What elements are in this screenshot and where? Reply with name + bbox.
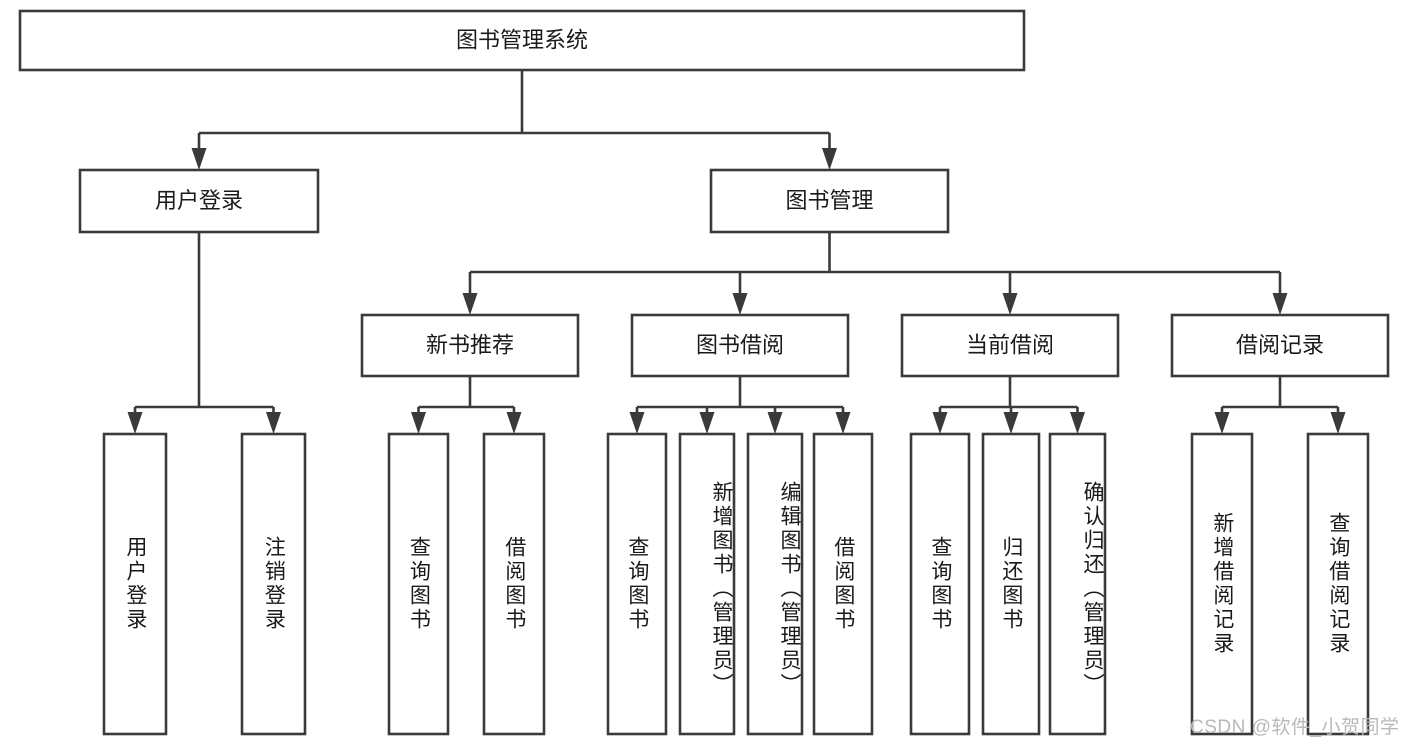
node-root-rect[interactable] [18, 9, 1026, 72]
arrow-head-icon [1214, 412, 1230, 434]
edge-group-root [191, 70, 837, 170]
node-leaf-add-record[interactable] [1190, 432, 1254, 736]
node-current-borrow-label: 当前借阅 [966, 332, 1054, 357]
arrow-head-icon [411, 412, 426, 434]
node-leaf-edit-book[interactable] [746, 432, 804, 736]
node-leaf-add-book[interactable] [678, 432, 736, 736]
node-book-borrow-rect[interactable] [630, 313, 850, 378]
arrow-head-icon [127, 412, 143, 434]
node-leaf-borrow-book-2[interactable] [812, 432, 874, 736]
node-leaf-query-book-2[interactable] [606, 432, 668, 736]
arrow-head-icon [1272, 293, 1288, 315]
arrow-head-icon [1002, 293, 1018, 315]
node-root[interactable]: 图书管理系统 [18, 9, 1026, 72]
node-leaf-return-book-rect[interactable] [981, 432, 1041, 736]
node-leaf-query-record-rect[interactable] [1306, 432, 1370, 736]
node-book-manage-label: 图书管理 [785, 188, 873, 213]
node-leaf-logout-login-rect[interactable] [240, 432, 307, 736]
node-book-borrow-label: 图书借阅 [696, 332, 784, 357]
node-borrow-record-label: 借阅记录 [1236, 332, 1324, 357]
node-leaf-query-record[interactable] [1306, 432, 1370, 736]
arrow-head-icon [932, 412, 948, 434]
edge-group-book-manage [462, 232, 1288, 315]
node-leaf-user-login-rect[interactable] [102, 432, 168, 736]
edge-group-new-book-rec [411, 376, 522, 434]
edge-group-user-login [127, 232, 281, 434]
arrow-head-icon [835, 412, 851, 434]
arrow-head-icon [462, 293, 478, 315]
node-leaf-add-book-rect[interactable] [678, 432, 736, 736]
node-user-login-rect[interactable] [78, 168, 320, 234]
node-leaf-add-record-rect[interactable] [1190, 432, 1254, 736]
node-book-borrow[interactable]: 图书借阅 [630, 313, 850, 378]
node-leaf-query-book-3[interactable] [909, 432, 971, 736]
arrow-head-icon [767, 412, 783, 434]
node-leaf-borrow-book-1-rect[interactable] [482, 432, 546, 736]
node-leaf-query-book-1[interactable] [387, 432, 450, 736]
arrow-head-icon [506, 412, 522, 434]
arrow-head-icon [1003, 412, 1019, 434]
arrow-head-icon [1330, 412, 1346, 434]
node-leaf-user-login[interactable] [102, 432, 168, 736]
edge-group-current-borrow [932, 376, 1085, 434]
node-leaf-borrow-book-1[interactable] [482, 432, 546, 736]
node-book-manage[interactable]: 图书管理 [709, 168, 950, 234]
edge-group-book-borrow [629, 376, 851, 434]
node-leaf-borrow-book-2-rect[interactable] [812, 432, 874, 736]
node-borrow-record-rect[interactable] [1170, 313, 1390, 378]
edge-group-borrow-record [1214, 376, 1346, 434]
node-book-manage-rect[interactable] [709, 168, 950, 234]
node-leaf-query-book-2-rect[interactable] [606, 432, 668, 736]
node-current-borrow-rect[interactable] [900, 313, 1120, 378]
arrow-head-icon [629, 412, 645, 434]
node-user-login-label: 用户登录 [155, 188, 243, 213]
node-root-label: 图书管理系统 [456, 27, 588, 52]
arrow-head-icon [732, 293, 748, 315]
node-user-login[interactable]: 用户登录 [78, 168, 320, 234]
connector-layer [127, 70, 1346, 434]
node-leaf-confirm-return-rect[interactable] [1048, 432, 1107, 736]
node-current-borrow[interactable]: 当前借阅 [900, 313, 1120, 378]
arrow-head-icon [1070, 412, 1085, 434]
node-new-book-rec-label: 新书推荐 [426, 332, 514, 357]
node-new-book-rec[interactable]: 新书推荐 [360, 313, 580, 378]
watermark-text: CSDN @软件_小贺同学 [1190, 717, 1400, 738]
node-leaf-query-book-3-rect[interactable] [909, 432, 971, 736]
arrow-head-icon [266, 412, 281, 434]
arrow-head-icon [699, 412, 715, 434]
arrow-head-icon [191, 148, 207, 170]
node-leaf-confirm-return[interactable] [1048, 432, 1107, 736]
arrow-head-icon [822, 148, 837, 170]
node-leaf-edit-book-rect[interactable] [746, 432, 804, 736]
node-leaf-return-book[interactable] [981, 432, 1041, 736]
node-new-book-rec-rect[interactable] [360, 313, 580, 378]
node-leaf-query-book-1-rect[interactable] [387, 432, 450, 736]
node-borrow-record[interactable]: 借阅记录 [1170, 313, 1390, 378]
node-leaf-logout-login[interactable] [240, 432, 307, 736]
